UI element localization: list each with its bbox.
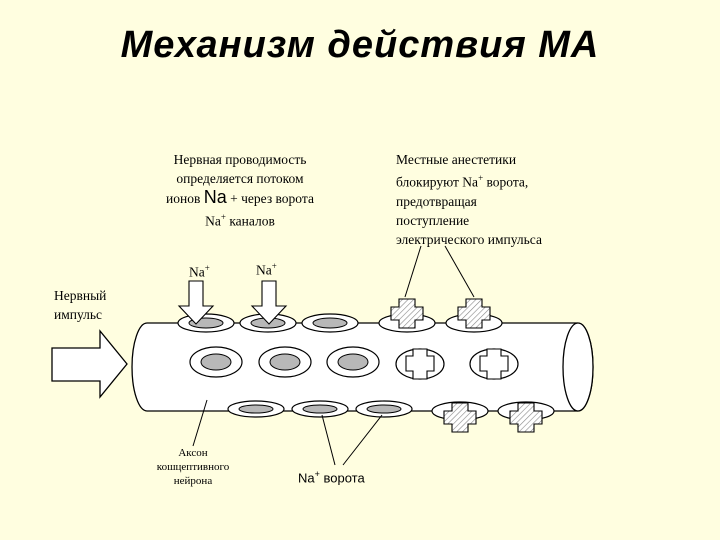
axon-label: Аксон кошцептивного нейрона (156, 447, 230, 487)
na-ion-label: Na+ (189, 263, 210, 280)
na-channel-blocked (378, 298, 436, 333)
impulse-label: Нервный импульс (54, 288, 107, 322)
impulse-arrow (51, 329, 128, 399)
conductivity-note: Нервная проводимость определяется потоко… (166, 152, 314, 229)
na-channel-blocked (497, 401, 555, 433)
anesthetic-note: Местные анестетики блокируют Na+ ворота,… (396, 152, 542, 247)
na-channel-open (227, 400, 285, 418)
na-channel-open (189, 346, 243, 378)
na-channel-open (355, 400, 413, 418)
na-inflow-arrow (177, 280, 215, 325)
na-channel-open (301, 313, 359, 333)
na-channel-blocked (395, 348, 445, 380)
gates-label: Na+ ворота (298, 469, 365, 486)
pointer-lines (192, 245, 475, 466)
na-channel-open (258, 346, 312, 378)
na-channel-open (326, 346, 380, 378)
na-channel-blocked (445, 298, 503, 333)
na-channel-blocked (469, 348, 519, 380)
slide-title: Механизм действия МА (120, 24, 600, 66)
na-channel-open (177, 313, 235, 333)
na-channel-open (291, 400, 349, 418)
na-ion-label: Na+ (256, 261, 277, 278)
na-channel-blocked (431, 401, 489, 433)
na-inflow-arrow (250, 280, 288, 325)
